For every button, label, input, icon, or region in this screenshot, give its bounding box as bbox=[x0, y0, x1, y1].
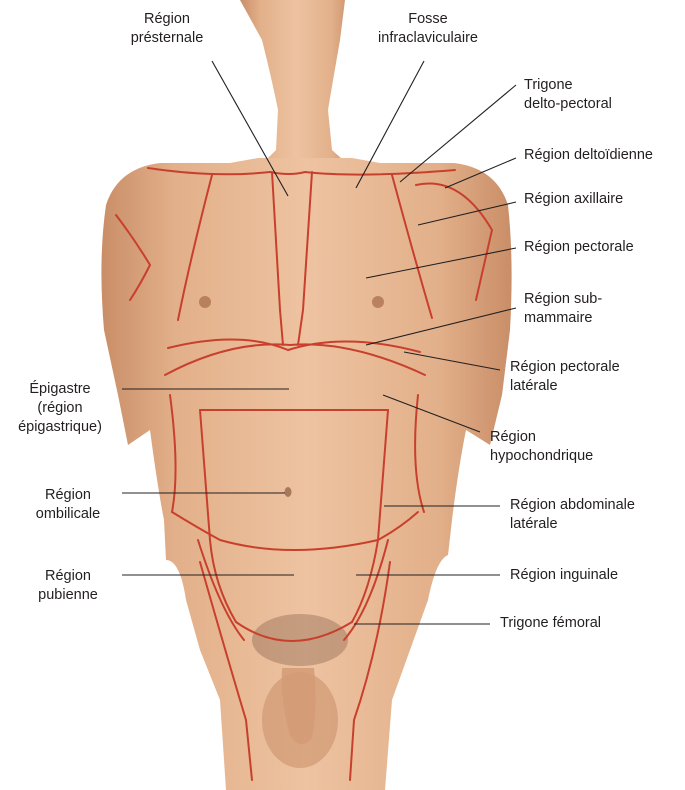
left-nipple bbox=[199, 296, 211, 308]
label-region-hypochondrique: Région hypochondrique bbox=[490, 428, 593, 466]
navel bbox=[285, 487, 292, 497]
label-region-pubienne: Région pubienne bbox=[20, 567, 116, 605]
label-fosse-infraclaviculaire: Fosse infraclaviculaire bbox=[358, 10, 498, 48]
label-region-abdominale-laterale: Région abdominale latérale bbox=[510, 496, 635, 534]
label-region-ombilicale: Région ombilicale bbox=[20, 486, 116, 524]
right-nipple bbox=[372, 296, 384, 308]
label-region-presternale: Région présternale bbox=[112, 10, 222, 48]
label-trigone-delto-pectoral: Trigone delto-pectoral bbox=[524, 76, 612, 114]
label-region-inguinale: Région inguinale bbox=[510, 566, 618, 585]
label-region-axillaire: Région axillaire bbox=[524, 190, 623, 209]
label-region-pectorale: Région pectorale bbox=[524, 238, 634, 257]
label-epigastre: Épigastre (région épigastrique) bbox=[4, 380, 116, 437]
label-region-deltoidienne: Région deltoïdienne bbox=[524, 146, 653, 165]
body-silhouette bbox=[101, 0, 511, 790]
label-region-sub-mammaire: Région sub- mammaire bbox=[524, 290, 602, 328]
label-trigone-femoral: Trigone fémoral bbox=[500, 614, 601, 633]
label-region-pectorale-laterale: Région pectorale latérale bbox=[510, 358, 620, 396]
head-neck bbox=[240, 0, 352, 168]
